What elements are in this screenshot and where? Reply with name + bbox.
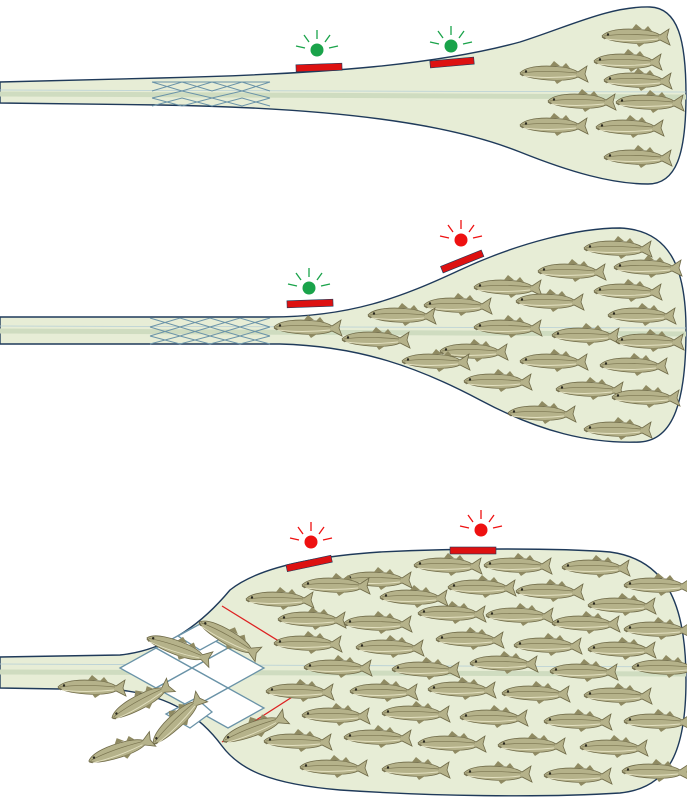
green-light-icon [296, 30, 338, 57]
catch-sensor-2 [450, 510, 502, 554]
red-light-icon [440, 220, 482, 247]
catch-sensor-1 [287, 268, 333, 308]
sensor-bar [296, 63, 342, 72]
codend-panel-1 [0, 7, 686, 184]
green-light-icon [430, 26, 472, 53]
red-light-icon [290, 522, 332, 549]
fish [85, 727, 157, 772]
catch-sensor-1 [296, 30, 342, 72]
sensor-bar [287, 299, 333, 308]
codend-panel-2 [0, 220, 686, 442]
codend-panel-3 [0, 510, 687, 796]
sensor-bar [450, 547, 496, 554]
catch-sensor-2 [430, 26, 474, 68]
red-light-icon [460, 510, 502, 537]
green-light-icon [288, 268, 330, 295]
